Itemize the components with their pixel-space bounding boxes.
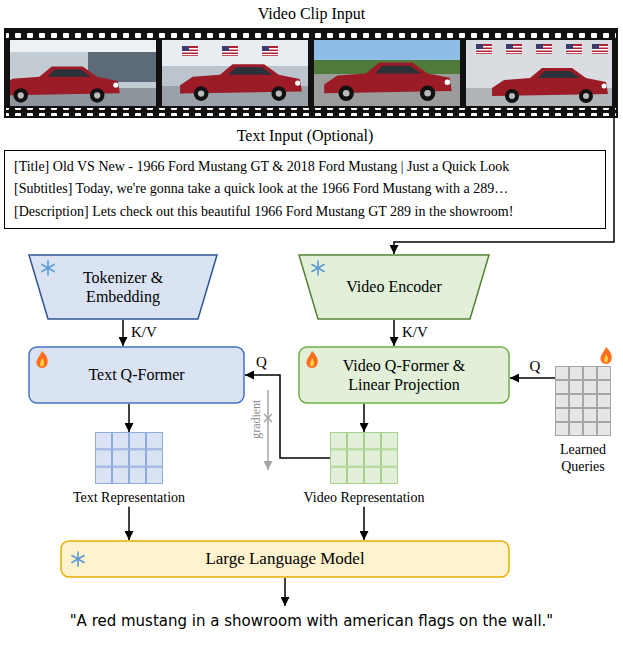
edge-label: K/V <box>400 325 430 340</box>
edge-label: Q <box>528 359 543 374</box>
frozen-icon <box>72 552 84 566</box>
trainable-module: Video Q-Former & Linear Projection <box>298 346 510 404</box>
frozen-icon <box>312 261 324 275</box>
gradient-arrow <box>267 390 269 470</box>
arrow-connector <box>128 404 130 432</box>
trainable-icon <box>36 351 47 368</box>
video-frame <box>466 40 612 106</box>
trainable-module: Text Q-Former <box>28 346 245 404</box>
box-heading: Text Input (Optional) <box>4 126 606 145</box>
output-arrow <box>284 578 286 606</box>
video-frame <box>314 40 460 106</box>
arrow-connector <box>393 320 395 346</box>
node-text: Video Q-Former & Linear Projection <box>328 356 480 394</box>
node-shape <box>28 254 218 320</box>
model-output: "A red mustang in a showroom with americ… <box>0 612 623 630</box>
arrow-connector <box>363 507 365 540</box>
node-text: Large Language Model <box>205 549 364 569</box>
trainable-icon <box>306 351 317 368</box>
frozen-module: Large Language Model <box>60 540 510 578</box>
arrow-connector <box>122 320 124 346</box>
video-frame <box>10 40 156 106</box>
node-text: Text Q-Former <box>88 365 184 384</box>
arrow-connector <box>510 377 555 379</box>
node-text: Learned Queries <box>546 442 620 476</box>
frozen-icon <box>42 261 54 275</box>
node-text: [Subtitles] Today, we're gonna take a qu… <box>14 178 596 200</box>
edge-label: Q <box>254 355 269 370</box>
token-grid: Video Representation <box>294 432 434 507</box>
node-text: [Description] Lets check out this beauti… <box>14 201 596 223</box>
node-shape <box>298 346 510 404</box>
token-grid: Text Representation <box>59 432 199 507</box>
stop-gradient-mark <box>264 414 272 422</box>
figure-title: Video Clip Input <box>0 4 623 23</box>
node-text: Video Encoder <box>346 277 441 296</box>
arrow-connector <box>128 507 130 540</box>
token-grid: Learned Queries <box>546 366 620 476</box>
node-text: [Title] Old VS New - 1966 Ford Mustang G… <box>14 156 596 178</box>
film-strip <box>0 28 618 118</box>
gradient-note: gradient <box>249 389 263 449</box>
node-text: Text Representation <box>59 490 199 507</box>
node-text: Tokenizer & Embedding <box>66 268 180 306</box>
trainable-icon <box>600 347 611 364</box>
frozen-module: Tokenizer & Embedding <box>28 254 218 320</box>
edge-label: K/V <box>129 325 159 340</box>
arrow-connector <box>363 404 365 432</box>
video-frame <box>162 40 308 106</box>
node-text: Video Representation <box>294 490 434 507</box>
text-input-box: Text Input (Optional)[Title] Old VS New … <box>4 150 606 229</box>
frozen-module: Video Encoder <box>298 254 490 320</box>
